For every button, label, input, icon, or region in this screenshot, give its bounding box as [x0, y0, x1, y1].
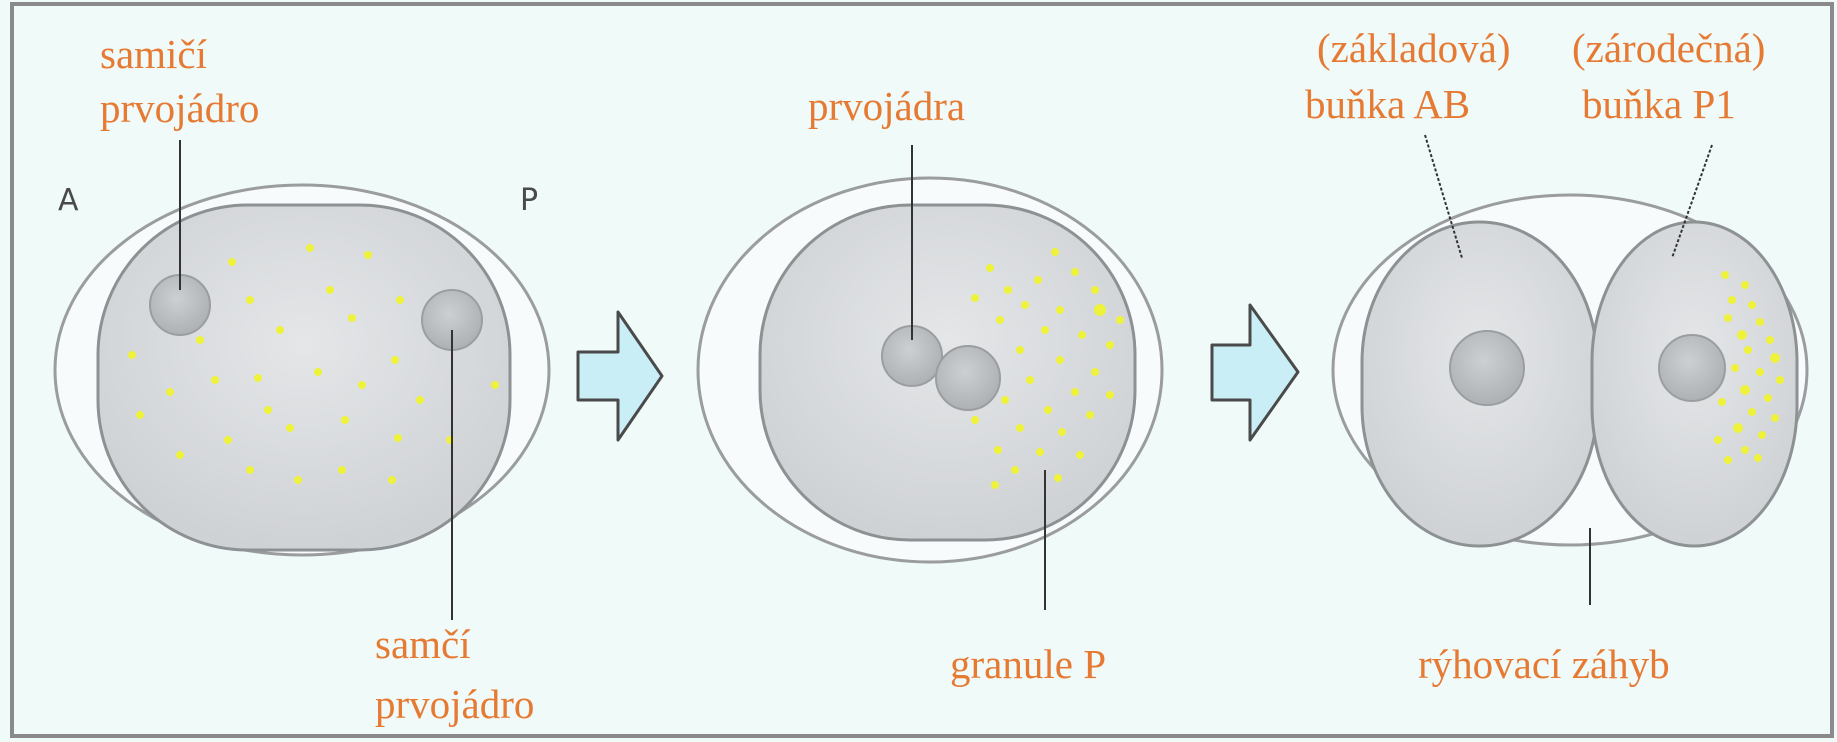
furrow-label: rýhovací záhyb — [1418, 641, 1670, 687]
p1-cell-label-2: buňka P1 — [1582, 81, 1736, 127]
p1-nucleus — [1659, 335, 1725, 401]
female-pronucleus-label-1: samičí — [100, 31, 207, 77]
granules-label: granule P — [950, 641, 1106, 687]
male-pronucleus-label-1: samčí — [375, 621, 471, 667]
ab-cell-label-1: (základová) — [1317, 25, 1511, 71]
male-pronucleus-label-2: prvojádro — [375, 681, 534, 727]
ab-nucleus — [1450, 331, 1524, 405]
posterior-axis-label: P — [520, 183, 538, 218]
pronuclei-label: prvojádra — [808, 83, 965, 129]
anterior-axis-label: A — [58, 183, 79, 218]
female-pronucleus-label-2: prvojádro — [100, 85, 259, 131]
pronucleus-2 — [936, 346, 1000, 410]
ab-cell-label-2: buňka AB — [1305, 81, 1470, 127]
cytoplasm — [98, 205, 510, 550]
p1-cell-label-1: (zárodečná) — [1572, 25, 1765, 71]
